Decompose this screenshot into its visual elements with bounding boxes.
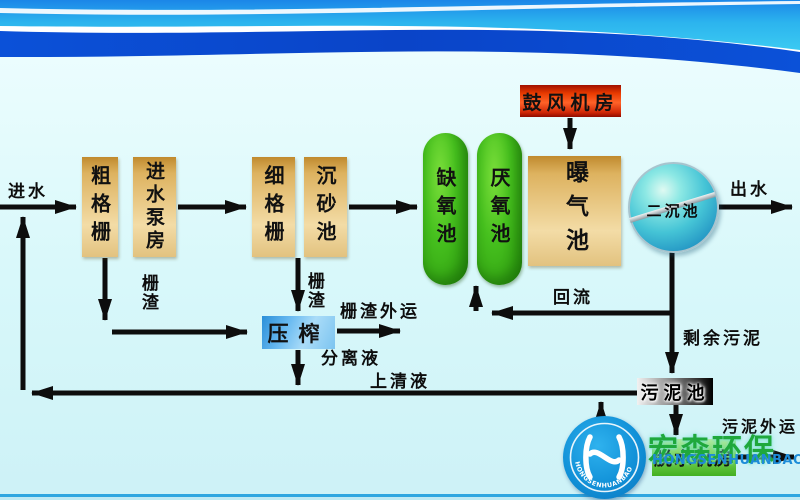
- banner-dark-swoosh: [0, 29, 800, 73]
- banner-wave-graphic: [0, 0, 800, 73]
- brand-name-en: HONGSENHUANBAO: [652, 453, 800, 468]
- sludge-tank-box: 污泥池: [637, 378, 713, 405]
- screenings-label-fine: 栅渣: [303, 272, 324, 310]
- inlet-pump-house-box: 进水泵房: [133, 157, 176, 257]
- excess-sludge-label: 剩余污泥: [683, 329, 763, 349]
- bottom-rule: [0, 494, 800, 497]
- return-flow-label: 回流: [553, 288, 593, 308]
- fine-screen-box: 细格栅: [252, 157, 295, 257]
- company-logo-icon: HONGSENHUANBAO: [563, 416, 646, 499]
- aeration-tank: 曝气池: [528, 156, 621, 266]
- brand-name-cn: 宏森环保: [648, 433, 776, 468]
- bottom-rule-light: [0, 497, 800, 500]
- separated-liquid-label: 分离液: [321, 349, 381, 369]
- logo-ring: [569, 422, 640, 493]
- influent-label: 进水: [8, 182, 48, 202]
- secondary-clarifier-tank: 二沉池: [628, 162, 719, 253]
- clarifier-label: 二沉池: [646, 202, 701, 220]
- anoxic-tank: 缺氧池: [423, 133, 468, 285]
- supernatant-label: 上清液: [370, 372, 430, 392]
- blower-room-box: 鼓风机房: [520, 85, 621, 117]
- anaerobic-tank: 厌氧池: [477, 133, 522, 285]
- press-box: 压榨: [262, 316, 335, 349]
- dewatering-room-box: 脱水机房: [652, 439, 736, 476]
- coarse-screen-box: 粗格栅: [82, 157, 118, 257]
- grit-chamber-box: 沉砂池: [304, 157, 347, 257]
- banner-white-ribbon: [0, 1, 800, 15]
- effluent-label: 出水: [730, 180, 770, 200]
- screenings-out-label: 栅渣外运: [340, 302, 420, 322]
- screenings-label-coarse: 栅渣: [137, 274, 158, 312]
- sludge-out-label: 污泥外运: [722, 417, 799, 436]
- logo-h-glyph: [583, 434, 626, 480]
